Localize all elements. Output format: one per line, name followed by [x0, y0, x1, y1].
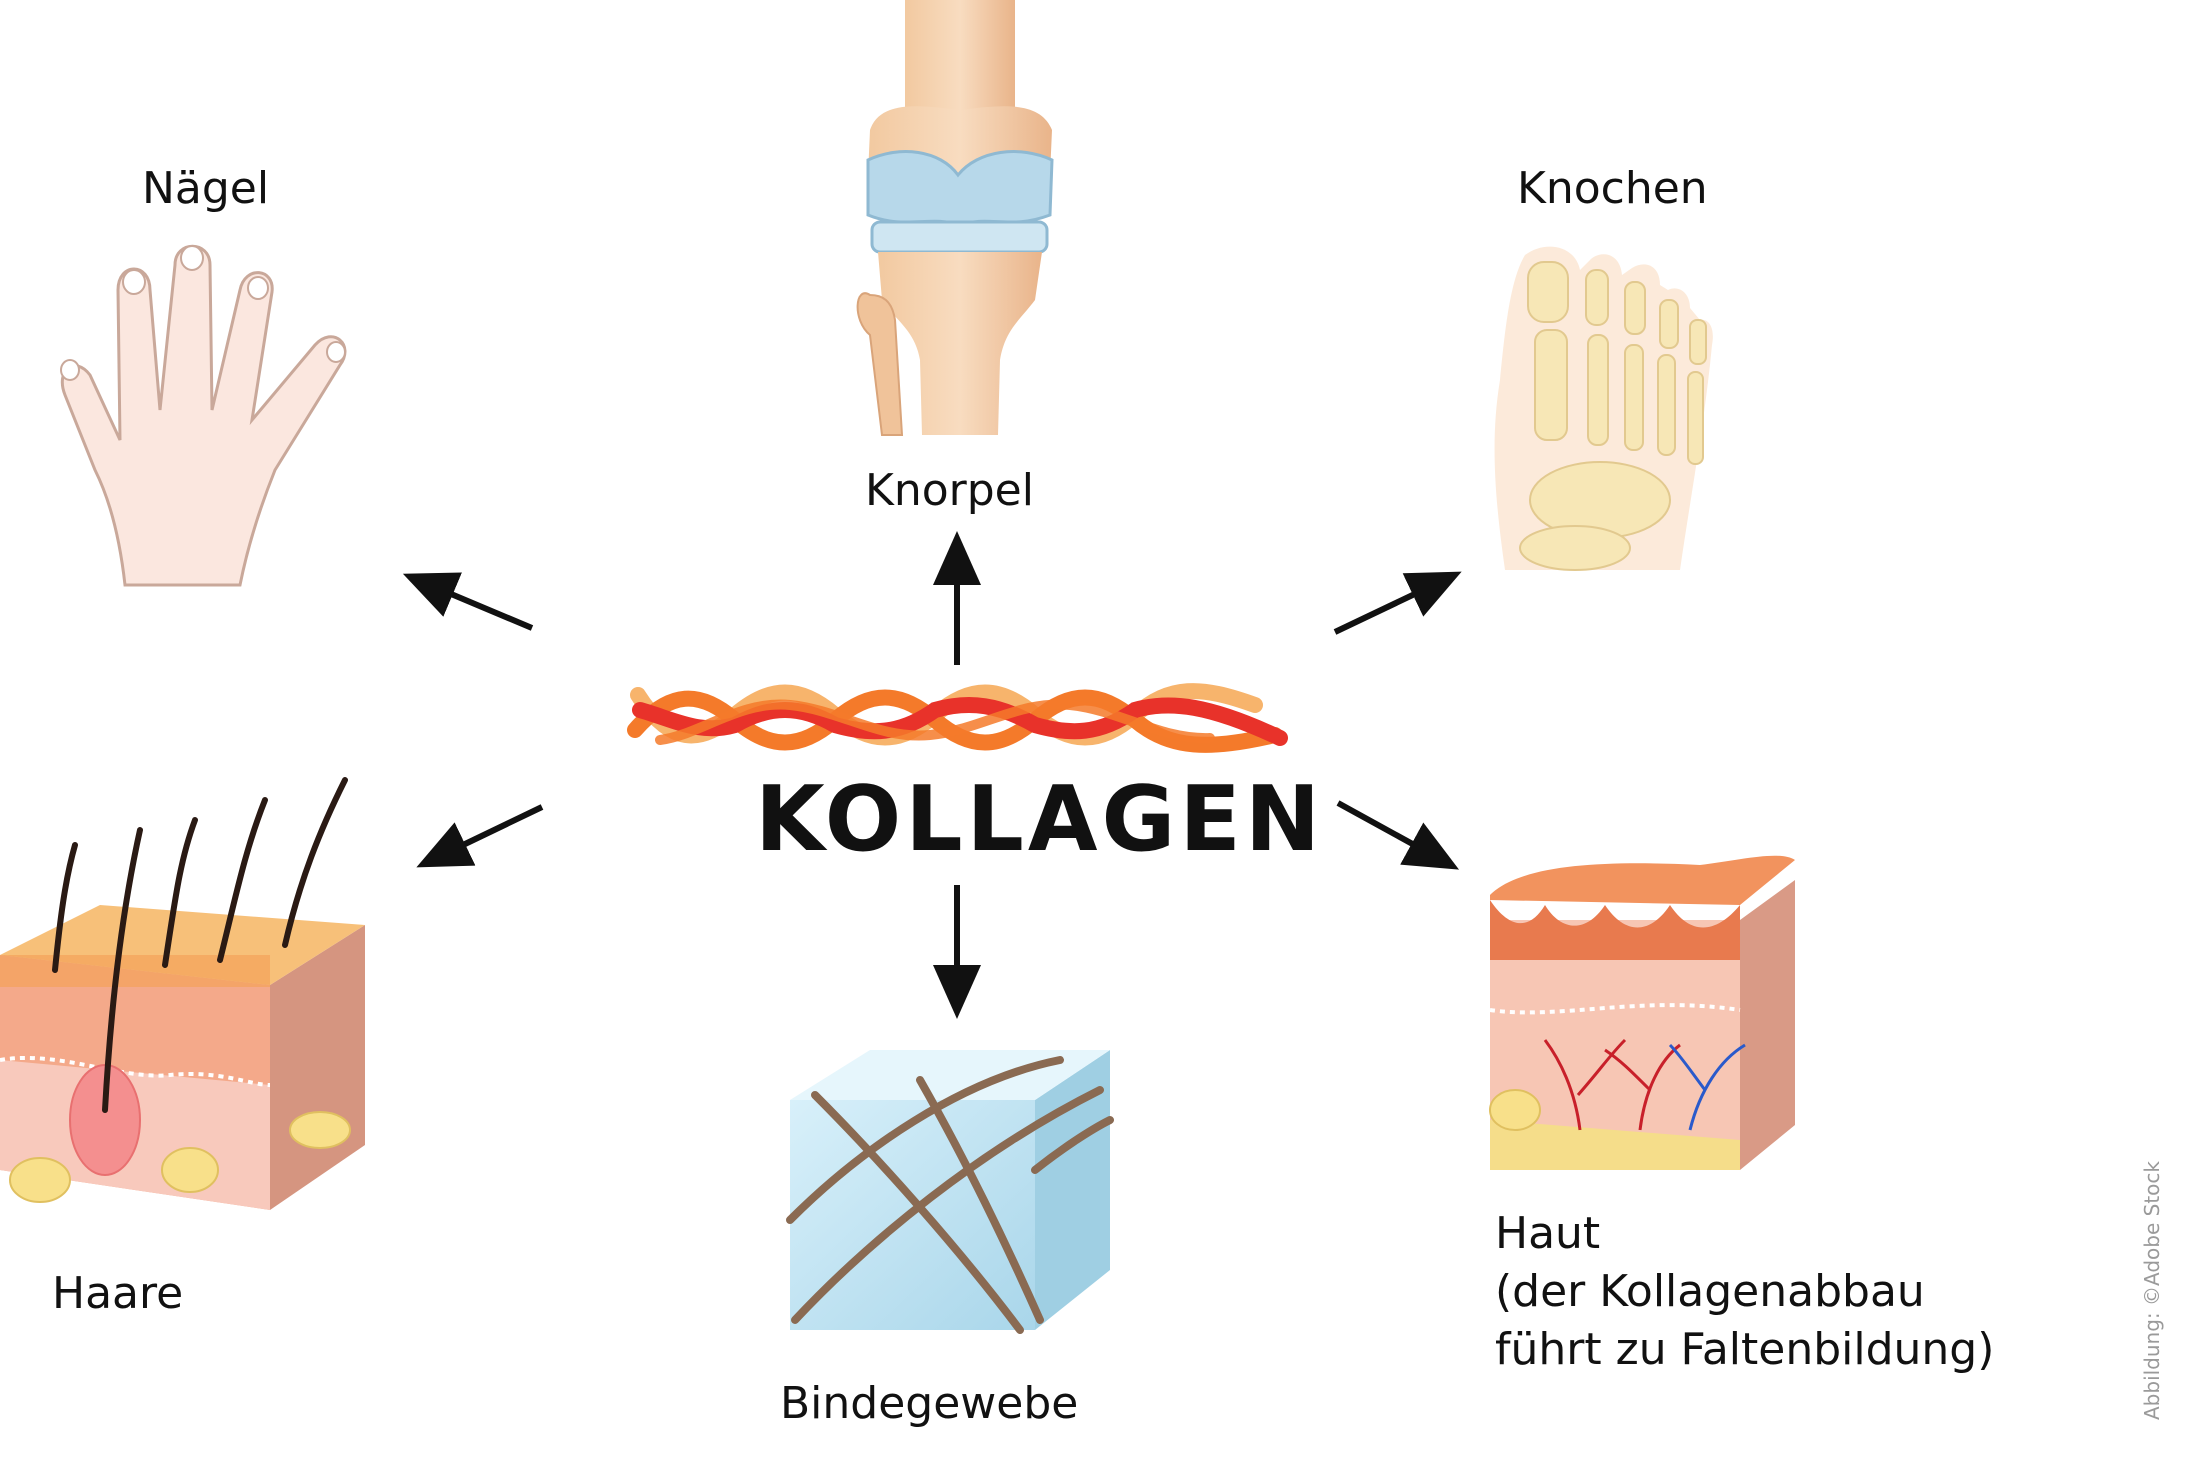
hand-illustration [60, 244, 347, 587]
label-haut-detail-2: führt zu Faltenbildung) [1495, 1324, 1995, 1375]
label-haut: Haut [1495, 1208, 1601, 1259]
center-title: KOLLAGEN [755, 767, 1325, 872]
arrow-to-haare [416, 804, 544, 868]
image-credit: Abbildung: ©Adobe Stock [2140, 1161, 2164, 1420]
label-bindegewebe: Bindegewebe [780, 1378, 1079, 1429]
connective-tissue-illustration [786, 1050, 1114, 1334]
label-knochen: Knochen [1517, 163, 1708, 214]
label-haare: Haare [52, 1268, 184, 1319]
arrows [402, 531, 1462, 1019]
label-naegel: Nägel [142, 163, 270, 214]
foot-illustration [1494, 246, 1713, 571]
skin-wrinkle-illustration [1489, 855, 1795, 1170]
arrow-to-haut [1336, 800, 1460, 870]
label-haut-detail-1: (der Kollagenabbau [1495, 1266, 1925, 1317]
arrow-to-knochen [1333, 571, 1462, 635]
arrow-to-naegel [402, 572, 534, 631]
collagen-helix [627, 683, 1288, 753]
knee-illustration [856, 0, 1054, 436]
hair-skin-illustration [0, 777, 365, 1210]
label-knorpel: Knorpel [865, 465, 1034, 516]
